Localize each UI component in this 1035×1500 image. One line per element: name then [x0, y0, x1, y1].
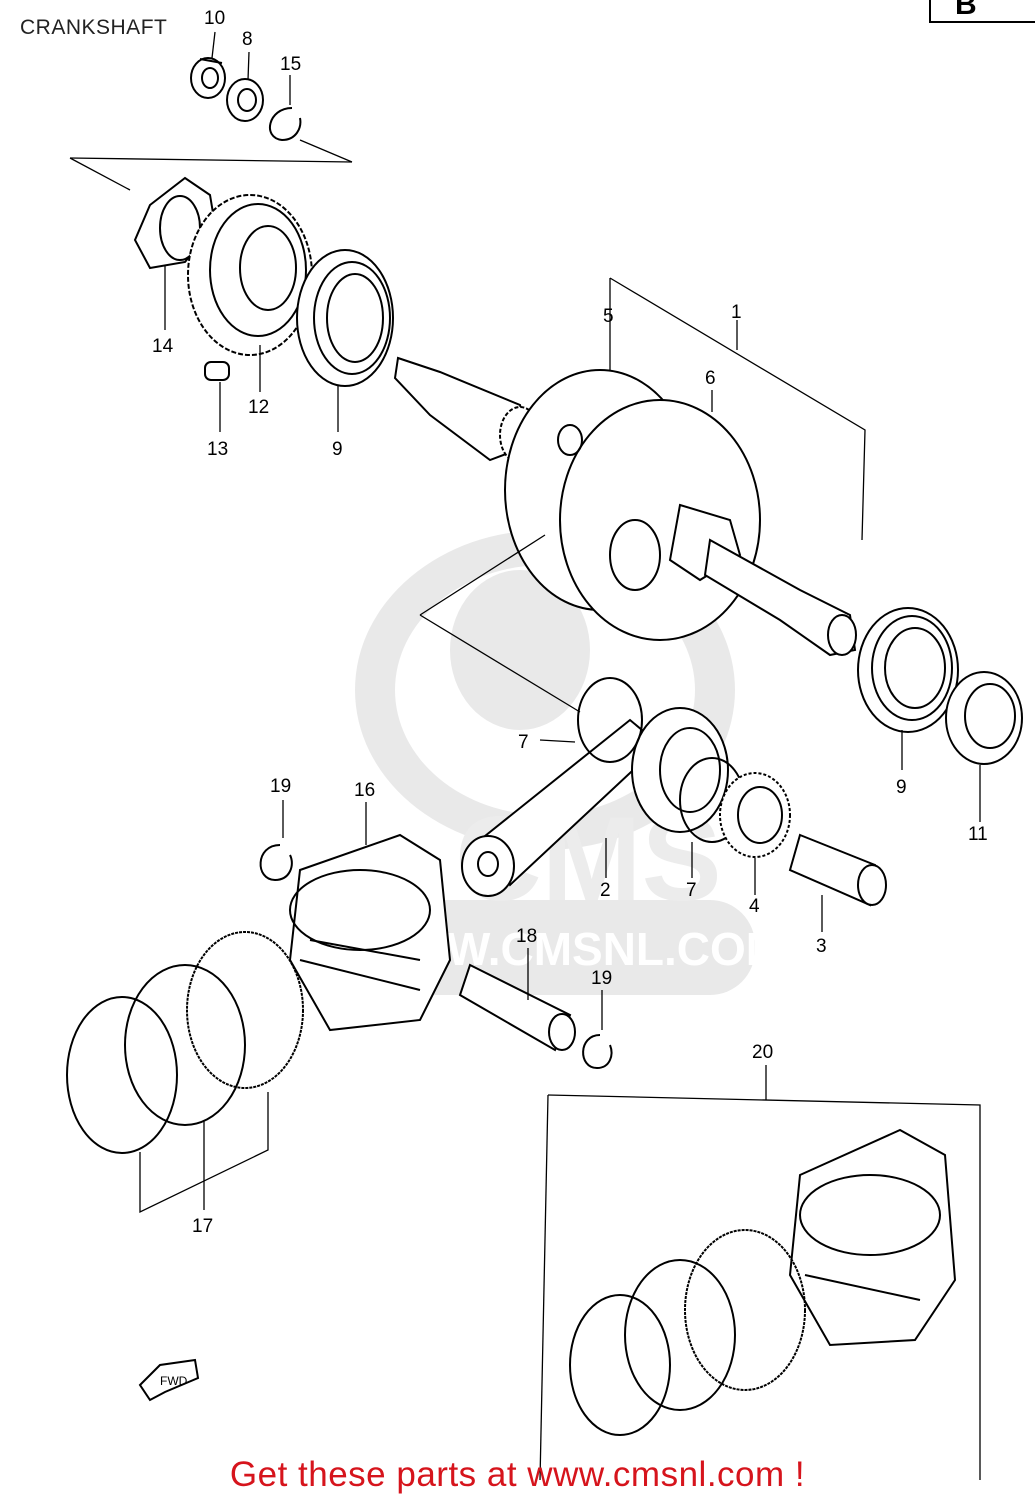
callout-17: 17 [192, 1216, 213, 1237]
callout-labels: 10 8 15 14 12 13 9 5 1 6 9 11 7 19 16 2 … [152, 8, 988, 1237]
callout-2: 2 [600, 880, 611, 901]
callout-10: 10 [204, 8, 225, 29]
bearing-10 [190, 57, 226, 99]
primary-gear-12 [187, 194, 313, 356]
callout-9-right: 9 [896, 777, 907, 798]
callout-15: 15 [280, 54, 301, 75]
callout-8: 8 [242, 29, 253, 50]
thrust-washer-7-left [577, 677, 643, 763]
callout-13: 13 [207, 439, 228, 460]
callout-19-upper: 19 [270, 776, 291, 797]
footer-promo-link[interactable]: Get these parts at www.cmsnl.com ! [229, 1455, 806, 1494]
bearing-9-right [857, 607, 959, 733]
callout-1: 1 [731, 302, 742, 323]
callout-12: 12 [248, 397, 269, 418]
callout-16: 16 [354, 780, 375, 801]
woodruff-key-13 [204, 361, 230, 381]
callout-18: 18 [516, 926, 537, 947]
callout-7-left: 7 [518, 732, 529, 753]
forward-arrow-label: FWD [160, 1374, 188, 1388]
bearing-9-left [296, 249, 394, 387]
piston-circlip-19-upper [259, 844, 293, 882]
callout-5: 5 [603, 306, 614, 327]
page-title: CRANKSHAFT [20, 16, 168, 39]
forward-arrow: FWD [138, 1358, 200, 1402]
callout-20: 20 [752, 1042, 773, 1063]
assembly-bracket-1 [609, 277, 866, 541]
piston-circlip-19-lower [582, 1034, 613, 1070]
callout-6: 6 [705, 368, 716, 389]
callout-11: 11 [968, 824, 988, 845]
callout-7-right: 7 [686, 880, 697, 901]
upper-bracket [69, 139, 353, 191]
callout-4: 4 [749, 896, 760, 917]
piston-set-20 [539, 1065, 981, 1481]
page-badge-letter: B [955, 0, 977, 21]
needle-bearing-4 [719, 772, 791, 858]
circlip-15 [269, 107, 302, 142]
piston-pin-18 [458, 963, 576, 1052]
leader-lines-left [419, 534, 581, 713]
oil-seal-11 [945, 671, 1023, 765]
bearing-8 [226, 78, 264, 122]
callout-3: 3 [816, 936, 827, 957]
piston-rings-17 [66, 931, 304, 1214]
callout-9-left: 9 [332, 439, 343, 460]
callout-14: 14 [152, 336, 174, 357]
page-badge: B [929, 0, 1035, 23]
callout-19-lower: 19 [591, 968, 612, 989]
piston-16 [288, 833, 452, 1032]
crankshaft-assembly [393, 356, 857, 657]
crank-pin-3 [788, 833, 887, 907]
